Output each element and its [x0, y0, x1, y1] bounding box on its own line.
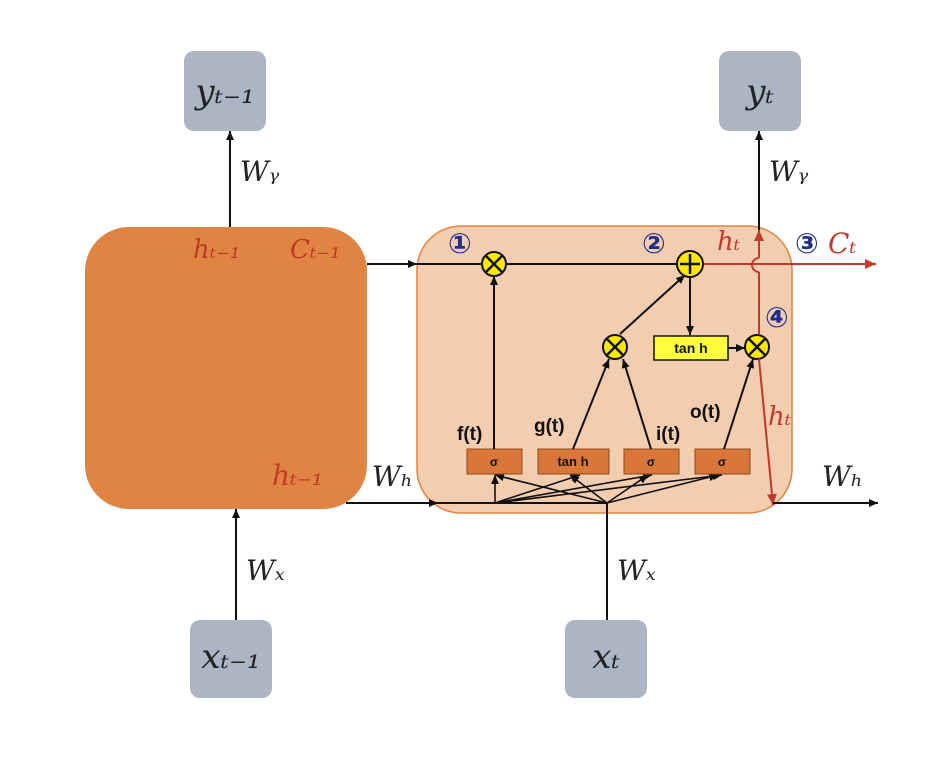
marker-1: ①	[448, 227, 472, 260]
prev-input-label: xₜ₋₁	[201, 637, 260, 677]
multiply-icon	[481, 251, 507, 277]
wh-out-label: Wₕ	[822, 460, 863, 493]
wh-in-label: Wₕ	[372, 460, 413, 493]
tanh-box	[653, 335, 729, 361]
output-gate-box	[694, 448, 751, 475]
candidate-gate-box	[537, 448, 610, 475]
c-out-label: Cₜ	[828, 227, 856, 260]
marker-2: ②	[642, 227, 666, 260]
multiply-icon	[744, 334, 770, 360]
marker-4: ④	[765, 301, 789, 334]
mult-to-add	[619, 274, 686, 335]
input-label: xₜ	[592, 637, 620, 677]
prev-wy-label: Wᵧ	[240, 155, 280, 188]
prev-cell-block	[85, 227, 367, 509]
prev-h-bottom-label: hₜ₋₁	[272, 459, 323, 492]
prev-wx-label: Wₓ	[246, 554, 285, 587]
wx-label: Wₓ	[617, 554, 656, 587]
h-top-label: hₜ	[717, 227, 741, 257]
multiply-icon	[602, 334, 628, 360]
add-icon	[676, 250, 704, 278]
prev-c-top-label: Cₜ₋₁	[290, 235, 340, 265]
output-label: yₜ	[744, 72, 774, 112]
input-gate-box-label: σ	[647, 455, 655, 469]
hidden-state-path	[751, 230, 777, 506]
wy-label: Wᵧ	[769, 155, 809, 188]
candidate-gate-label: g(t)	[534, 416, 565, 437]
input-gate-box	[623, 448, 680, 475]
output-box	[719, 51, 801, 131]
prev-output-label: yₜ₋₁	[193, 72, 254, 112]
candidate-gate-box-label: tan h	[557, 454, 588, 469]
input-box	[565, 620, 647, 698]
forget-gate-box	[466, 448, 523, 475]
prev-input-box	[190, 620, 272, 698]
output-gate-box-label: σ	[718, 455, 726, 469]
forget-gate-box-label: σ	[490, 455, 498, 469]
input-gate-label: i(t)	[656, 424, 680, 445]
candidate-to-mult	[572, 358, 610, 450]
prev-h-top-label: hₜ₋₁	[193, 235, 240, 265]
marker-3: ③	[795, 227, 819, 260]
output-gate-label: o(t)	[690, 402, 721, 423]
tanh-box-label: tan h	[674, 340, 707, 356]
h-right-label: hₜ	[768, 402, 792, 432]
output-to-mult	[723, 358, 755, 450]
input-to-mult	[621, 358, 652, 450]
gate-input-fanout	[491, 472, 723, 504]
prev-output-box	[184, 51, 266, 131]
forget-gate-label: f(t)	[457, 424, 482, 445]
